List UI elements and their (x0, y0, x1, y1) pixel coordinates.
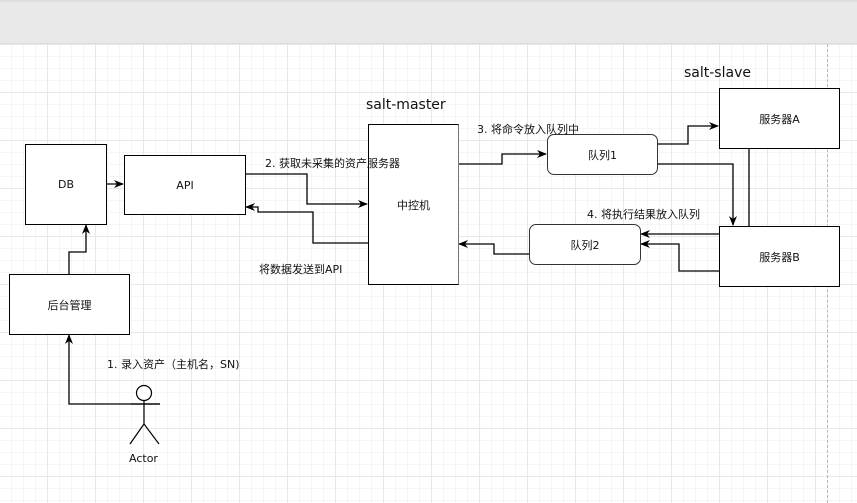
node-server-b[interactable]: 服务器B (719, 226, 840, 287)
edge-api-to-controller[interactable] (245, 173, 368, 208)
actor-head (135, 384, 153, 402)
node-server-a[interactable]: 服务器A (719, 88, 840, 149)
edge-queue1-to-server-b[interactable] (657, 163, 737, 226)
node-queue1[interactable]: 队列1 (547, 134, 658, 175)
salt-slave-label: salt-slave (684, 65, 751, 81)
node-api-label: API (176, 178, 194, 192)
node-queue2-label: 队列2 (570, 238, 600, 252)
edge-label-step4: 4. 将执行结果放入队列 (587, 208, 700, 221)
edge-actor-to-admin[interactable] (65, 334, 160, 405)
node-controller[interactable]: 中控机 (368, 124, 459, 285)
edge-label-step1: 1. 录入资产（主机名，SN) (107, 358, 240, 371)
actor-label: Actor (129, 452, 158, 465)
actor-left-leg (129, 423, 145, 445)
edge-server-b-to-queue2-b[interactable] (640, 240, 719, 272)
edge-controller-to-api[interactable] (245, 203, 368, 244)
node-db-label: DB (57, 178, 75, 191)
edge-queue2-to-controller[interactable] (458, 240, 529, 255)
toolbar-area (0, 0, 857, 44)
node-queue2[interactable]: 队列2 (529, 224, 641, 265)
edge-label-step2: 2. 获取未采集的资产服务器 (265, 157, 400, 170)
actor-right-leg (143, 423, 160, 445)
actor-figure[interactable] (129, 384, 160, 445)
edge-label-step3: 3. 将命令放入队列中 (477, 123, 579, 136)
node-api[interactable]: API (124, 155, 246, 215)
node-admin-label: 后台管理 (47, 298, 92, 312)
edge-label-send-to-api: 将数据发送到API (259, 263, 343, 276)
edge-queue1-to-server-a[interactable] (657, 122, 719, 145)
node-db[interactable]: DB (25, 144, 107, 225)
node-server-b-label: 服务器B (759, 250, 800, 264)
node-queue1-label: 队列1 (588, 148, 617, 162)
node-admin[interactable]: 后台管理 (9, 274, 130, 335)
salt-master-label: salt-master (366, 97, 446, 113)
node-server-a-label: 服务器A (759, 112, 800, 126)
edge-admin-to-db[interactable] (68, 224, 90, 274)
node-controller-label: 中控机 (397, 198, 430, 212)
edge-controller-to-queue1[interactable] (458, 150, 547, 165)
